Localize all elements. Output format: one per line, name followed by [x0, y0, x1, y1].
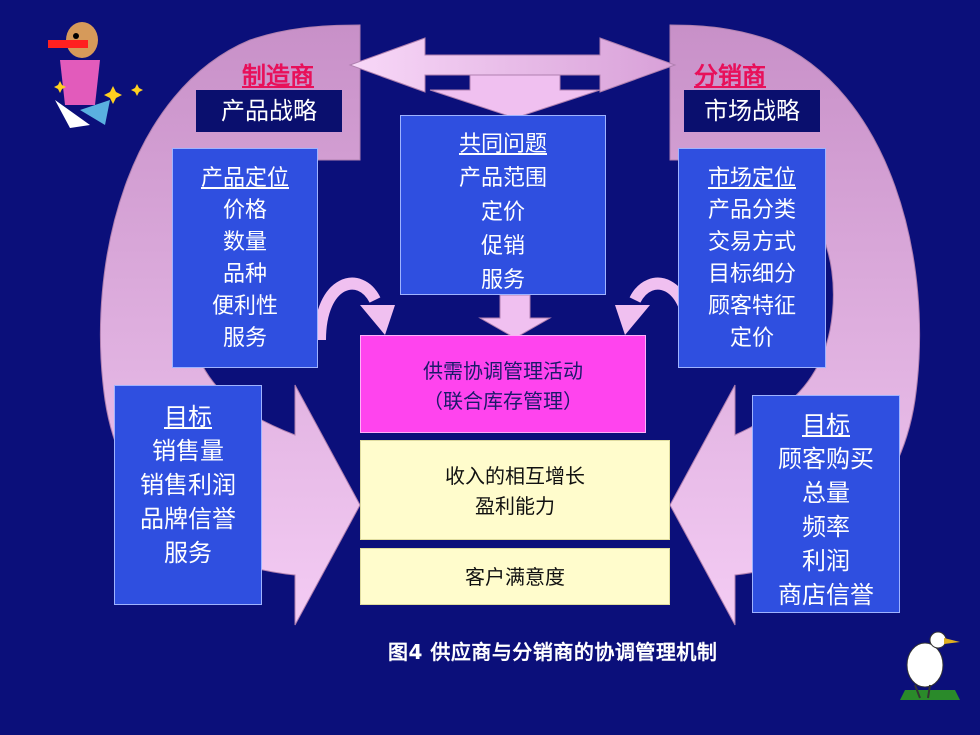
mutual-growth-line2: 盈利能力 — [475, 494, 555, 518]
right-actor-strategy: 市场战略 — [684, 90, 820, 132]
left-actor-name: 制造商 — [242, 62, 314, 90]
common-problem-item: 产品范围 — [458, 166, 547, 191]
small-curve-arrowhead-left — [360, 305, 395, 335]
product-positioning-title: 产品定位 — [200, 166, 289, 191]
common-problem-item: 服务 — [480, 268, 525, 293]
right-goal-item: 频率 — [802, 513, 850, 541]
customer-satisfaction-box: 客户满意度 — [360, 548, 670, 605]
cartoon-figure-icon — [48, 22, 110, 128]
market-positioning-item: 顾客特征 — [707, 294, 796, 319]
left-goal-item: 品牌信誉 — [140, 505, 236, 533]
down-arrow-center — [478, 294, 552, 339]
small-curve-arrow-left — [314, 277, 381, 341]
market-positioning-item: 定价 — [729, 326, 774, 351]
small-curve-arrowhead-right — [615, 305, 650, 335]
top-double-arrow — [348, 37, 677, 93]
common-problem-item: 定价 — [480, 200, 525, 225]
right-goal-item: 顾客购买 — [778, 445, 874, 473]
left-goal-item: 销售量 — [152, 437, 224, 465]
product-positioning-box: 产品定位 价格 数量 品种 便利性 服务 — [172, 148, 318, 368]
common-problems-title: 共同问题 — [458, 132, 547, 157]
right-goals-title: 目标 — [802, 411, 850, 439]
coordination-activity-line1: 供需协调管理活动 — [423, 359, 583, 383]
left-actor-strategy: 产品战略 — [196, 90, 342, 132]
sparkle-icon — [54, 81, 143, 104]
market-positioning-item: 产品分类 — [707, 198, 796, 223]
product-positioning-item: 品种 — [222, 262, 267, 287]
right-goals-box: 目标 顾客购买 总量 频率 利润 商店信誉 — [752, 395, 900, 613]
down-arrow-top — [429, 74, 601, 119]
right-actor-name: 分销商 — [694, 62, 766, 90]
common-problem-item: 促销 — [480, 234, 525, 259]
coordination-activity-line2: （联合库存管理） — [423, 389, 583, 413]
market-positioning-box: 市场定位 产品分类 交易方式 目标细分 顾客特征 定价 — [678, 148, 826, 368]
mutual-growth-box: 收入的相互增长 盈利能力 — [360, 440, 670, 540]
product-positioning-item: 服务 — [222, 326, 267, 351]
market-positioning-title: 市场定位 — [707, 166, 796, 191]
left-goals-box: 目标 销售量 销售利润 品牌信誉 服务 — [114, 385, 262, 605]
market-positioning-item: 目标细分 — [707, 262, 796, 287]
right-goal-item: 商店信誉 — [778, 581, 874, 609]
left-goal-item: 服务 — [164, 539, 212, 567]
right-goal-item: 利润 — [802, 547, 850, 575]
heron-icon — [900, 631, 960, 700]
figure-caption: 图4 供应商与分销商的协调管理机制 — [388, 640, 718, 664]
mutual-growth-line1: 收入的相互增长 — [445, 464, 585, 488]
product-positioning-item: 数量 — [222, 230, 267, 255]
product-positioning-item: 价格 — [222, 198, 267, 223]
left-goal-item: 销售利润 — [140, 471, 236, 499]
right-goal-item: 总量 — [802, 479, 850, 507]
market-positioning-item: 交易方式 — [707, 230, 796, 255]
coordination-activity-box: 供需协调管理活动 （联合库存管理） — [360, 335, 646, 433]
product-positioning-item: 便利性 — [211, 294, 278, 319]
common-problems-box: 共同问题 产品范围 定价 促销 服务 — [400, 115, 606, 295]
left-goals-title: 目标 — [164, 403, 212, 431]
